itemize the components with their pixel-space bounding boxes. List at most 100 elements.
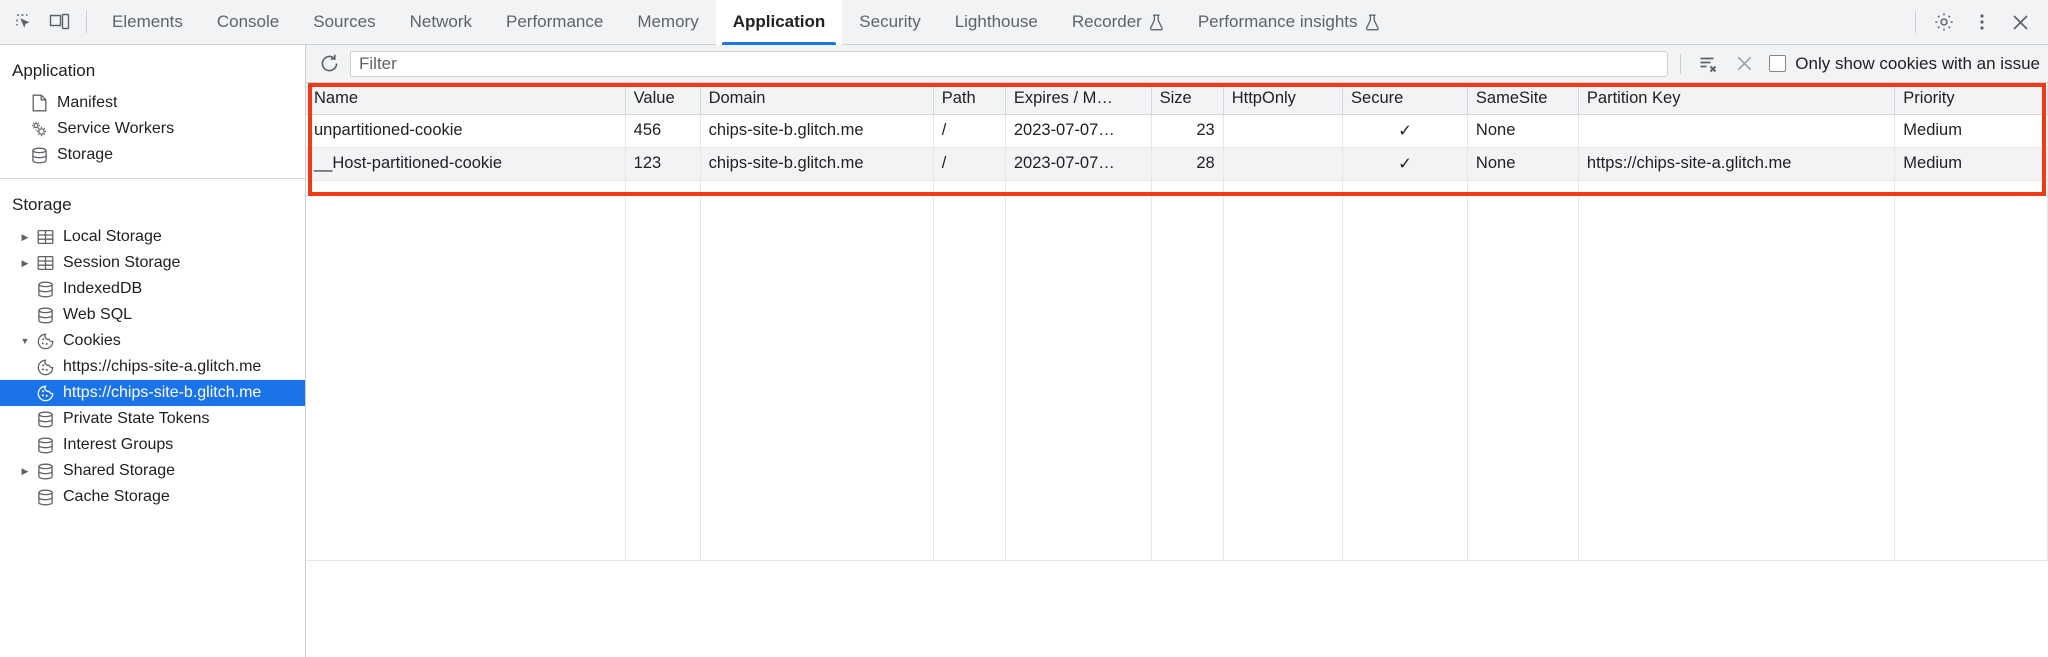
column-header-samesite[interactable]: SameSite — [1467, 83, 1579, 115]
tab-recorder[interactable]: Recorder — [1055, 0, 1181, 45]
sidebar-item-cookies-chips-site-a[interactable]: https://chips-site-a.glitch.me — [0, 354, 305, 380]
devtools-body: Application Manifest — [0, 45, 2048, 657]
chevron-right-icon[interactable]: ▶ — [21, 465, 29, 476]
tab-network[interactable]: Network — [393, 0, 489, 45]
sidebar-item-label: Service Workers — [57, 120, 175, 137]
column-header-path[interactable]: Path — [933, 83, 1006, 115]
sidebar-section-storage: Storage ▶ Local Storage ▶ — [0, 178, 305, 520]
cell-path: / — [933, 114, 1006, 148]
sidebar-item-service-workers[interactable]: Service Workers — [0, 116, 305, 142]
tab-label: Performance insights — [1197, 12, 1358, 31]
cell-samesite: None — [1467, 147, 1579, 181]
tab-label: Console — [216, 12, 280, 31]
chevron-right-icon[interactable]: ▶ — [21, 257, 29, 268]
tab-label: Recorder — [1071, 12, 1142, 31]
column-header-name[interactable]: Name — [306, 83, 626, 115]
table-row[interactable]: __Host-partitioned-cookie 123 chips-site… — [306, 147, 2048, 181]
tab-memory[interactable]: Memory — [620, 0, 715, 45]
clear-all-cookies-icon[interactable] — [1693, 50, 1723, 78]
sidebar-item-cookies[interactable]: ▼ Cookies — [0, 328, 305, 354]
sidebar-item-indexeddb[interactable]: IndexedDB — [0, 276, 305, 302]
cell-partition-key: https://chips-site-a.glitch.me — [1578, 147, 1896, 181]
column-header-value[interactable]: Value — [625, 83, 701, 115]
sidebar-item-label: Cookies — [63, 332, 121, 349]
sidebar-item-manifest[interactable]: Manifest — [0, 90, 305, 116]
column-header-partition-key[interactable]: Partition Key — [1578, 83, 1896, 115]
database-icon — [34, 436, 56, 454]
cell-value: 456 — [625, 114, 701, 148]
cell-secure: ✓ — [1342, 147, 1468, 181]
sidebar-item-cache-storage[interactable]: Cache Storage — [0, 484, 305, 510]
tab-lighthouse[interactable]: Lighthouse — [938, 0, 1055, 45]
sidebar-item-label: Local Storage — [63, 228, 162, 245]
column-header-domain[interactable]: Domain — [700, 83, 934, 115]
column-header-httponly[interactable]: HttpOnly — [1223, 83, 1344, 115]
sidebar-item-label: Interest Groups — [63, 436, 174, 453]
delete-selected-cookie-icon[interactable] — [1729, 50, 1759, 78]
cookie-icon — [34, 332, 56, 350]
experiment-flask-icon — [1365, 14, 1380, 31]
sidebar-item-label: https://chips-site-b.glitch.me — [63, 384, 262, 401]
cell-domain: chips-site-b.glitch.me — [700, 114, 934, 148]
checkbox-box[interactable] — [1769, 55, 1787, 72]
gears-icon — [28, 120, 50, 138]
manifest-file-icon — [28, 94, 50, 112]
column-header-secure[interactable]: Secure — [1342, 83, 1468, 115]
database-icon — [34, 306, 56, 324]
tab-performance-insights[interactable]: Performance insights — [1181, 0, 1397, 45]
experiment-flask-icon — [1149, 14, 1164, 31]
tab-label: Network — [409, 12, 472, 31]
tab-elements[interactable]: Elements — [95, 0, 200, 45]
gear-icon[interactable] — [1926, 5, 1962, 39]
sidebar-item-label: Storage — [57, 146, 114, 163]
sidebar-section-title: Application — [12, 61, 96, 80]
refresh-icon[interactable] — [314, 50, 344, 78]
tab-label: Lighthouse — [954, 12, 1038, 31]
cookies-filter-toolbar: Only show cookies with an issue — [306, 45, 2048, 83]
table-row[interactable]: unpartitioned-cookie 456 chips-site-b.gl… — [306, 114, 2048, 148]
tab-sources[interactable]: Sources — [296, 0, 392, 45]
sidebar-item-interest-groups[interactable]: Interest Groups — [0, 432, 305, 458]
sidebar-item-local-storage[interactable]: ▶ Local Storage — [0, 224, 305, 250]
cell-priority: Medium — [1894, 114, 2048, 148]
cell-size: 28 — [1151, 147, 1224, 181]
chevron-right-icon[interactable]: ▶ — [21, 231, 29, 242]
only-show-cookies-with-issue-checkbox[interactable]: Only show cookies with an issue — [1765, 54, 2040, 74]
cell-path: / — [933, 147, 1006, 181]
cell-partition-key — [1578, 114, 1896, 148]
sidebar-item-private-state-tokens[interactable]: Private State Tokens — [0, 406, 305, 432]
more-vertical-icon[interactable] — [1964, 5, 2000, 39]
tab-label: Elements — [112, 12, 183, 31]
inspect-element-icon[interactable] — [6, 5, 42, 39]
column-header-priority[interactable]: Priority — [1894, 83, 2048, 115]
sidebar-item-label: IndexedDB — [63, 280, 143, 297]
column-header-size[interactable]: Size — [1151, 83, 1224, 115]
column-header-expires[interactable]: Expires / M… — [1005, 83, 1152, 115]
device-toolbar-icon[interactable] — [42, 5, 78, 39]
tab-application[interactable]: Application — [715, 0, 843, 45]
sidebar-item-web-sql[interactable]: Web SQL — [0, 302, 305, 328]
sidebar-item-storage[interactable]: Storage — [0, 142, 305, 168]
tab-performance[interactable]: Performance — [489, 0, 620, 45]
cell-samesite: None — [1467, 114, 1579, 148]
chevron-down-icon[interactable]: ▼ — [20, 335, 30, 346]
sidebar-item-label: Private State Tokens — [63, 410, 210, 427]
tab-label: Performance — [505, 12, 604, 31]
table-header-row: Name Value Domain Path Expires / M… Size… — [306, 83, 2048, 115]
sidebar-item-session-storage[interactable]: ▶ Session Storage — [0, 250, 305, 276]
tab-security[interactable]: Security — [842, 0, 937, 45]
cell-value: 123 — [625, 147, 701, 181]
sidebar-item-cookies-chips-site-b[interactable]: https://chips-site-b.glitch.me — [0, 380, 305, 406]
cell-name: __Host-partitioned-cookie — [306, 147, 626, 181]
sidebar-item-shared-storage[interactable]: ▶ Shared Storage — [0, 458, 305, 484]
close-icon[interactable] — [2002, 5, 2038, 39]
sidebar-item-label: Shared Storage — [63, 462, 176, 479]
sidebar-item-label: Session Storage — [63, 254, 181, 271]
table-empty-filler — [306, 180, 2048, 561]
cell-secure: ✓ — [1342, 114, 1468, 148]
cell-priority: Medium — [1894, 147, 2048, 181]
tab-console[interactable]: Console — [200, 0, 296, 45]
database-icon — [28, 146, 50, 164]
search-input[interactable] — [350, 50, 1669, 77]
